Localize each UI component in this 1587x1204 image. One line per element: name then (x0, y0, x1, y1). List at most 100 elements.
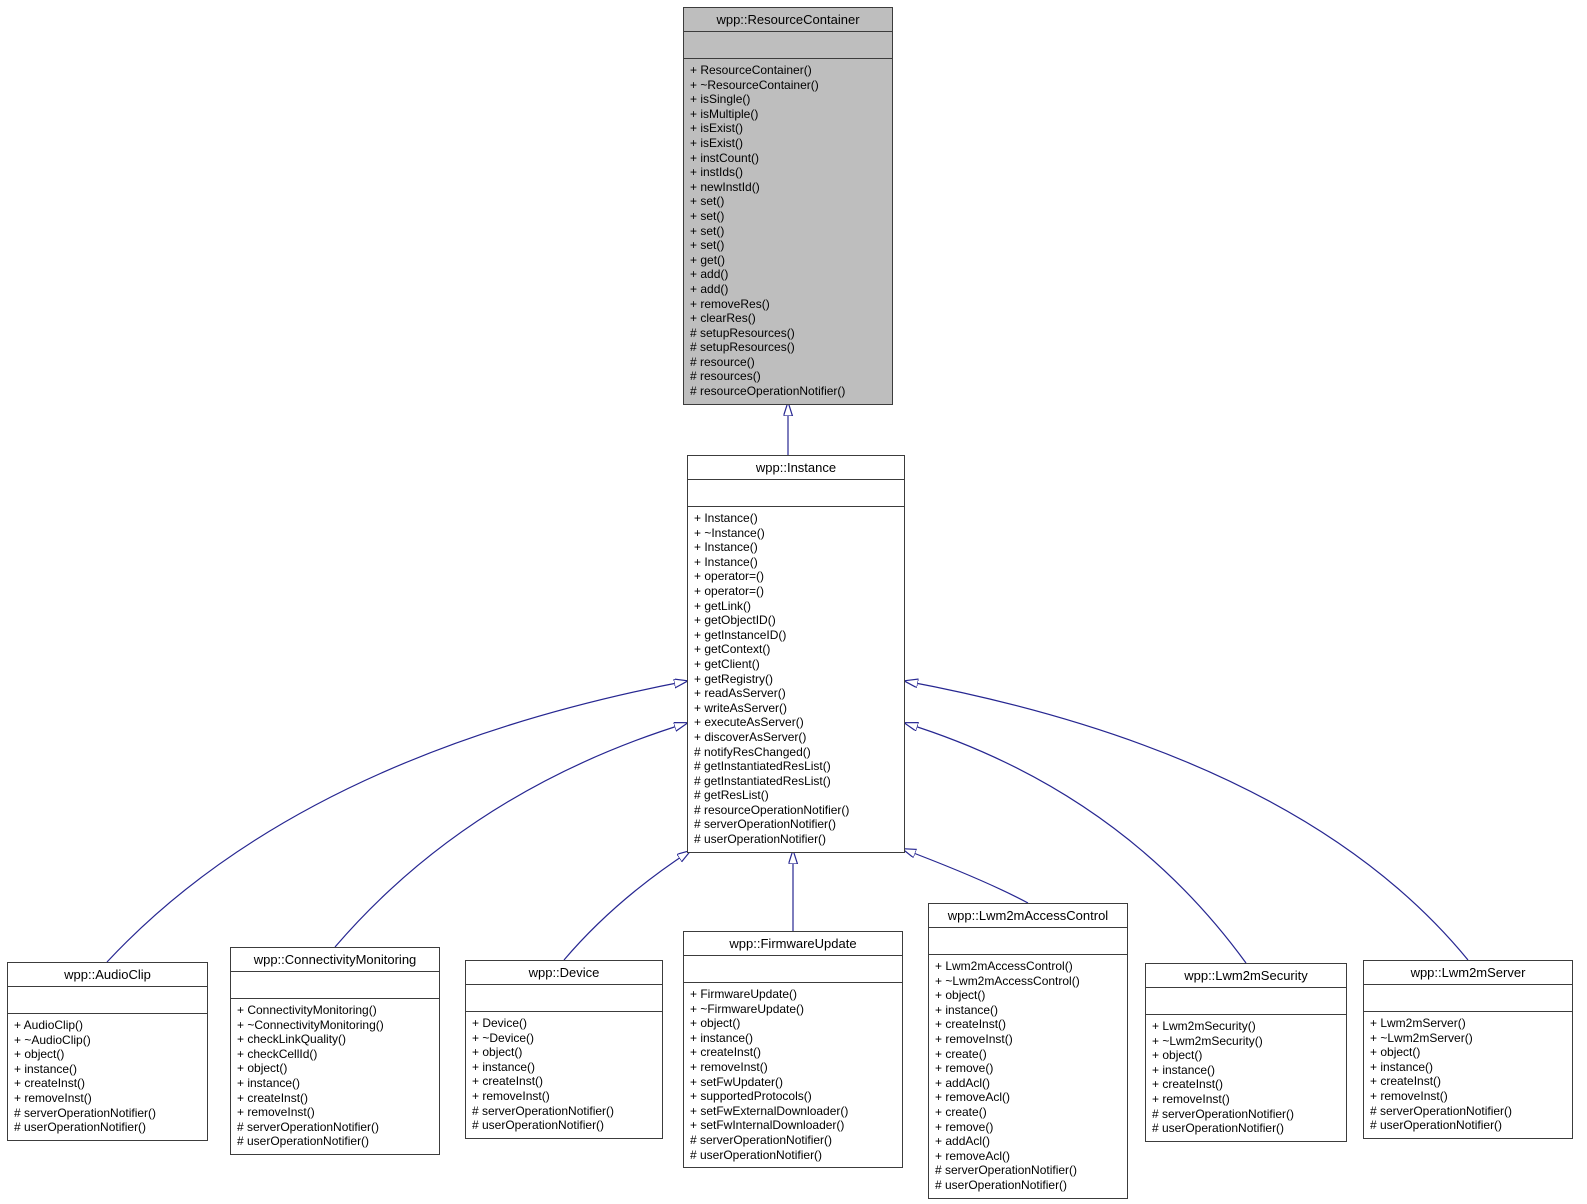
class-method: + add() (690, 281, 729, 296)
class-method: + Lwm2mAccessControl() (935, 959, 1073, 973)
class-method: + removeInst() (14, 1090, 92, 1105)
class-method: + removeInst() (690, 1059, 768, 1074)
class-method: + Lwm2mSecurity() (1152, 1019, 1256, 1033)
class-method: # serverOperationNotifier() (694, 817, 837, 832)
class-method: + instance() (690, 1030, 754, 1045)
class-method: + object() (1370, 1045, 1421, 1060)
class-method: + removeAcl() (935, 1148, 1011, 1163)
class-title: wpp::Lwm2mSecurity (1146, 964, 1346, 988)
class-method: # serverOperationNotifier() (237, 1119, 380, 1134)
class-attributes-compartment (929, 928, 1127, 955)
class-method: + ~Lwm2mSecurity() (1152, 1033, 1263, 1048)
class-attributes-compartment (1146, 988, 1346, 1015)
inheritance-edge-device-to-instance (563, 851, 690, 961)
class-method: # serverOperationNotifier() (935, 1163, 1078, 1178)
class-method: + set() (690, 223, 725, 238)
class-method: + instance() (472, 1059, 536, 1074)
class-method: + setFwUpdater() (690, 1074, 784, 1089)
class-attributes-compartment (684, 32, 892, 59)
class-methods: + Device()+ ~Device()+ object()+ instanc… (466, 1012, 662, 1138)
class-method: + ~AudioClip() (14, 1032, 91, 1047)
class-method: + ResourceContainer() (690, 63, 812, 77)
class-node-device[interactable]: wpp::Device+ Device()+ ~Device()+ object… (465, 960, 663, 1139)
class-attributes-compartment (466, 985, 662, 1012)
class-method: + object() (1152, 1048, 1203, 1063)
class-method: + getObjectID() (694, 613, 776, 628)
class-method: + ~FirmwareUpdate() (690, 1001, 805, 1016)
class-method: + set() (690, 194, 725, 209)
class-method: + operator=() (694, 583, 765, 598)
class-methods: + Lwm2mAccessControl()+ ~Lwm2mAccessCont… (929, 955, 1127, 1198)
class-method: + object() (237, 1061, 288, 1076)
class-method: # getResList() (694, 788, 769, 803)
class-method: + FirmwareUpdate() (690, 987, 798, 1001)
class-method: + Instance() (694, 554, 758, 569)
class-method: + removeRes() (690, 296, 770, 311)
class-node-lwm2m_access_control[interactable]: wpp::Lwm2mAccessControl+ Lwm2mAccessCont… (928, 903, 1128, 1199)
class-method: + createInst() (935, 1017, 1007, 1032)
class-method: + ~Lwm2mAccessControl() (935, 973, 1080, 988)
class-node-audio_clip[interactable]: wpp::AudioClip+ AudioClip()+ ~AudioClip(… (7, 962, 208, 1141)
class-method: + ~ConnectivityMonitoring() (237, 1017, 384, 1032)
class-attributes-compartment (1364, 985, 1572, 1012)
class-method: + isExist() (690, 121, 744, 136)
class-method: + isMultiple() (690, 106, 759, 121)
class-method: + getClient() (694, 656, 760, 671)
class-method: # resource() (690, 354, 755, 369)
class-method: + set() (690, 208, 725, 223)
class-method: + Instance() (694, 540, 758, 555)
class-method: # serverOperationNotifier() (1152, 1106, 1295, 1121)
class-method: # notifyResChanged() (694, 744, 811, 759)
class-method: # userOperationNotifier() (935, 1177, 1068, 1192)
class-method: + get() (690, 252, 726, 267)
class-method: # resourceOperationNotifier() (690, 384, 846, 399)
class-method: + ConnectivityMonitoring() (237, 1003, 377, 1017)
class-method: + createInst() (237, 1090, 309, 1105)
class-method: + remove() (935, 1061, 994, 1076)
class-method: + instance() (1370, 1059, 1434, 1074)
class-method: # resources() (690, 369, 761, 384)
class-node-firmware_update[interactable]: wpp::FirmwareUpdate+ FirmwareUpdate()+ ~… (683, 931, 903, 1169)
class-method: # serverOperationNotifier() (472, 1103, 615, 1118)
class-method: + isSingle() (690, 92, 751, 107)
class-method: + writeAsServer() (694, 700, 788, 715)
class-node-lwm2m_server[interactable]: wpp::Lwm2mServer+ Lwm2mServer()+ ~Lwm2mS… (1363, 960, 1573, 1139)
class-node-lwm2m_security[interactable]: wpp::Lwm2mSecurity+ Lwm2mSecurity()+ ~Lw… (1145, 963, 1347, 1142)
class-method: + newInstId() (690, 179, 760, 194)
class-node-resource_container[interactable]: wpp::ResourceContainer+ ResourceContaine… (683, 7, 893, 405)
class-method: + removeAcl() (935, 1090, 1011, 1105)
class-method: + remove() (935, 1119, 994, 1134)
class-methods: + AudioClip()+ ~AudioClip()+ object()+ i… (8, 1014, 207, 1140)
class-method: + addAcl() (935, 1075, 991, 1090)
class-method: + getContext() (694, 642, 771, 657)
class-method: + removeInst() (1370, 1088, 1448, 1103)
class-method: + instance() (1152, 1062, 1216, 1077)
class-attributes-compartment (684, 956, 902, 983)
class-methods: + Lwm2mSecurity()+ ~Lwm2mSecurity()+ obj… (1146, 1015, 1346, 1141)
class-method: + Instance() (694, 511, 758, 525)
class-method: + instance() (14, 1061, 78, 1076)
class-method: + removeInst() (237, 1105, 315, 1120)
class-method: # userOperationNotifier() (472, 1118, 605, 1133)
class-title: wpp::Device (466, 961, 662, 985)
class-method: + removeInst() (472, 1088, 550, 1103)
class-attributes-compartment (8, 987, 207, 1014)
class-title: wpp::Instance (688, 456, 904, 480)
class-node-connectivity_monitoring[interactable]: wpp::ConnectivityMonitoring+ Connectivit… (230, 947, 440, 1155)
inheritance-edge-audio_clip-to-instance (106, 681, 687, 963)
class-methods: + Lwm2mServer()+ ~Lwm2mServer()+ object(… (1364, 1012, 1572, 1138)
class-method: + object() (690, 1016, 741, 1031)
class-title: wpp::FirmwareUpdate (684, 932, 902, 956)
class-method: + set() (690, 238, 725, 253)
class-method: # setupResources() (690, 325, 795, 340)
class-method: # resourceOperationNotifier() (694, 802, 850, 817)
class-methods: + FirmwareUpdate()+ ~FirmwareUpdate()+ o… (684, 983, 902, 1167)
class-method: + ~Instance() (694, 525, 765, 540)
class-method: + discoverAsServer() (694, 729, 807, 744)
inheritance-edge-lwm2m_security-to-instance (905, 723, 1247, 964)
class-method: # serverOperationNotifier() (1370, 1103, 1513, 1118)
class-method: + createInst() (1152, 1077, 1224, 1092)
class-node-instance[interactable]: wpp::Instance+ Instance()+ ~Instance()+ … (687, 455, 905, 853)
class-method: # userOperationNotifier() (237, 1134, 370, 1149)
